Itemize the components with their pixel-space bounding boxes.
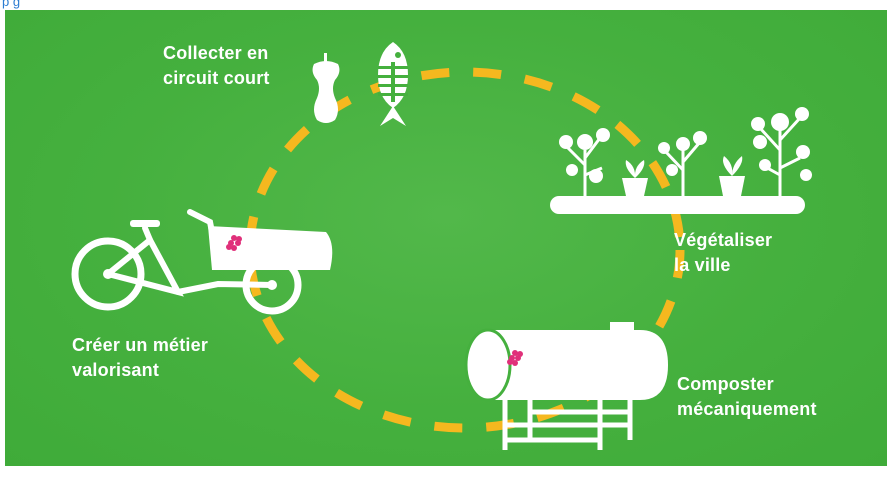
fish-bone-icon: [378, 42, 408, 126]
plants-icon: [550, 107, 812, 214]
cargo-bike-icon: [75, 212, 332, 311]
composter-icon: [466, 322, 668, 450]
label-compost: Composter mécaniquement: [677, 372, 817, 422]
label-collect: Collecter en circuit court: [163, 41, 270, 91]
label-job: Créer un métier valorisant: [72, 333, 208, 383]
apple-core-icon: [313, 53, 340, 123]
label-vegetalize: Végétaliser la ville: [674, 228, 772, 278]
